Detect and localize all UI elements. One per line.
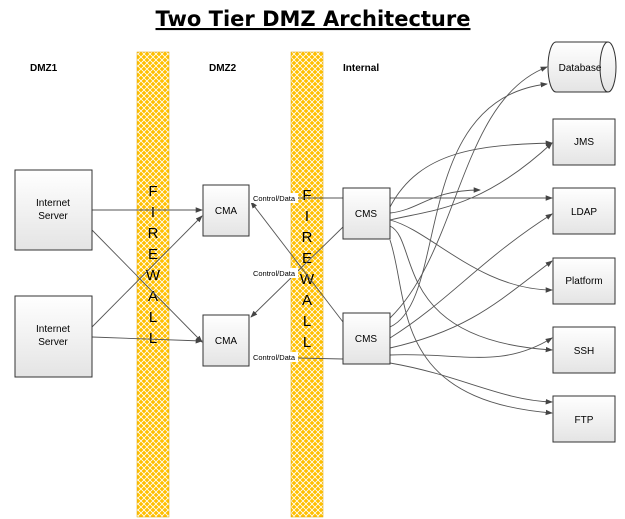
firewall-1-letter: W [146, 267, 161, 284]
firewall-1-letter: I [151, 204, 155, 221]
firewall-2-letter: A [302, 292, 312, 309]
firewall-1-letter: L [149, 330, 157, 347]
firewall-1-letter: A [148, 288, 158, 305]
firewall-2-letter: L [303, 313, 311, 330]
svg-text:CMS: CMS [355, 209, 378, 220]
firewall-2-letter: I [305, 208, 309, 225]
jms-node[interactable]: JMS [552, 118, 616, 166]
edge-label-1: Control/Data [253, 194, 296, 203]
database-node[interactable]: Database [547, 41, 617, 93]
svg-text:SSH: SSH [574, 346, 595, 357]
firewall-1-letter: R [148, 225, 159, 242]
svg-text:CMS: CMS [355, 334, 378, 345]
zone-label-dmz2: DMZ2 [209, 63, 237, 74]
edge-label-2: Control/Data [253, 269, 296, 278]
ldap-node[interactable]: LDAP [552, 187, 616, 235]
ssh-node[interactable]: SSH [552, 326, 616, 374]
platform-node[interactable]: Platform [552, 257, 616, 305]
cma-1-node[interactable]: CMA [202, 184, 250, 237]
cms-1-node[interactable]: CMS [342, 187, 391, 240]
cma-2-node[interactable]: CMA [202, 314, 250, 367]
svg-text:CMA: CMA [215, 336, 238, 347]
svg-text:CMA: CMA [215, 206, 238, 217]
edge-labels: Control/Data Control/Data Control/Data [250, 193, 298, 362]
svg-text:JMS: JMS [574, 137, 594, 148]
svg-text:Database: Database [559, 63, 602, 74]
firewall-2-letter: R [302, 229, 313, 246]
cms-2-node[interactable]: CMS [342, 312, 391, 365]
firewall-1-letter: E [148, 246, 158, 263]
diagram-title: Two Tier DMZ Architecture [156, 7, 471, 31]
firewall-1-letter: L [149, 309, 157, 326]
firewall-2-letter: E [302, 250, 312, 267]
svg-text:FTP: FTP [575, 415, 594, 426]
ftp-node[interactable]: FTP [552, 395, 616, 443]
svg-text:Platform: Platform [565, 276, 602, 287]
zone-label-internal: Internal [343, 63, 379, 74]
svg-text:LDAP: LDAP [571, 207, 597, 218]
zone-label-dmz1: DMZ1 [30, 63, 58, 74]
firewall-2-letter: F [302, 187, 311, 204]
edges [91, 66, 553, 416]
firewall-2-letter: L [303, 334, 311, 351]
firewall-1-letter: F [148, 183, 157, 200]
firewall-2-letter: W [300, 271, 315, 288]
edge-label-3: Control/Data [253, 353, 296, 362]
